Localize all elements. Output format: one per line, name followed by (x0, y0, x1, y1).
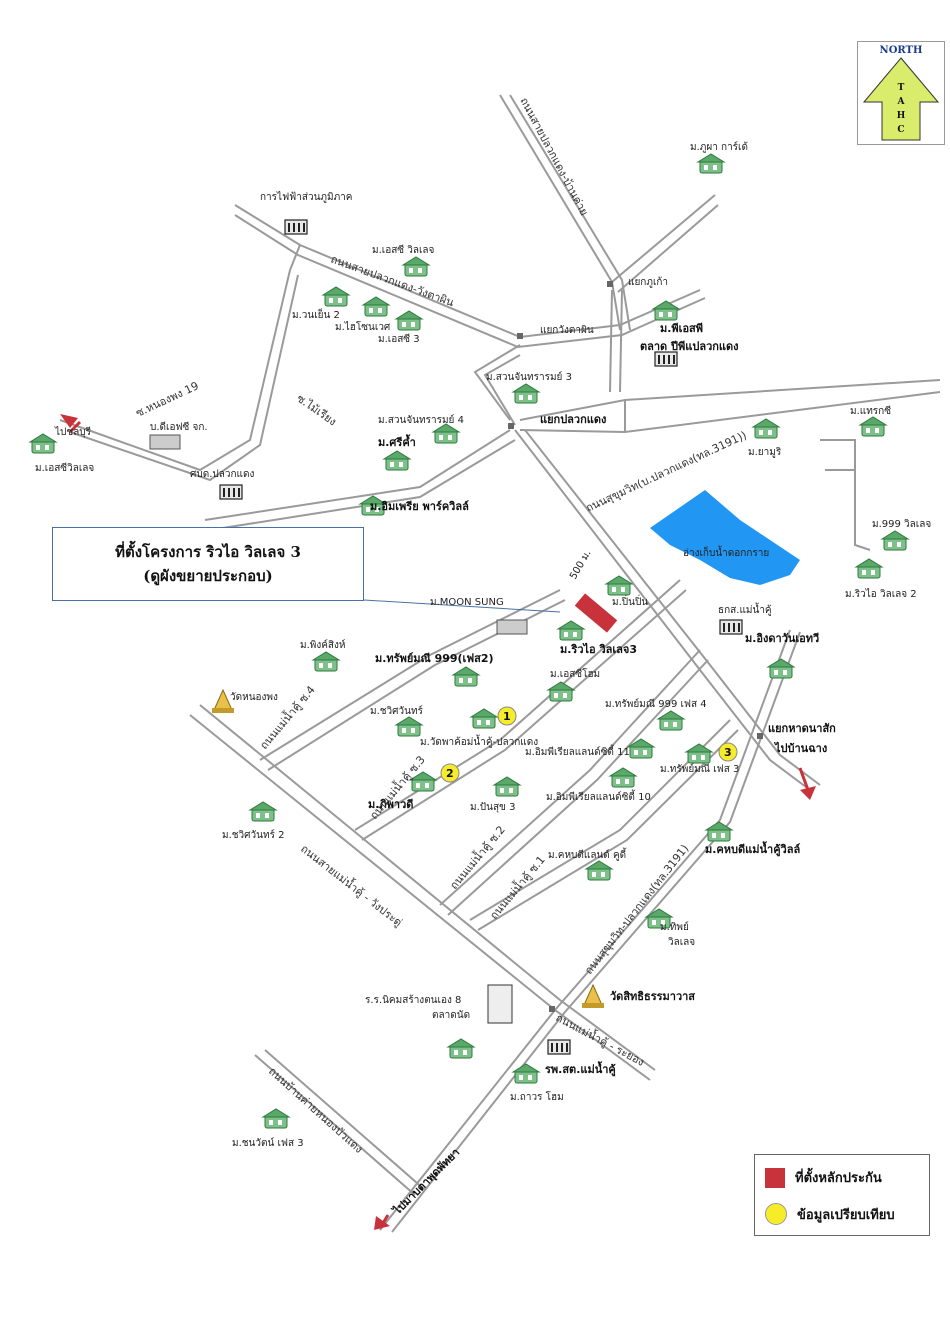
label-psp: ม.พีเอสพี (660, 322, 703, 335)
label-school: ร.ร.นิคมสร้างตนเอง 8 (365, 994, 461, 1006)
road-network (59, 94, 941, 1233)
road-mae2-label: ถนนแม่น้ำคู้ ซ.2 (446, 822, 508, 892)
soi-ban-label: ซ.ไม้เรียง (294, 392, 339, 429)
road-wangboon-label: ถนนสายแม่น้ำคู้ - วังประดู่ (298, 841, 406, 930)
label-yamuri: ม.ยามูริ (748, 447, 782, 458)
label-wanyen: ม.วนเย็น 2 (292, 307, 340, 321)
label-thawon: ม.ถาวร โฮม (510, 1090, 564, 1103)
label-thip: ม.ทิพย์ (660, 921, 689, 933)
legend-collateral: ที่ตั้งหลักประกัน (765, 1167, 882, 1188)
comparable-markers: 1 2 3 (440, 706, 738, 783)
label-moonsung: ม.MOON SUNG (430, 597, 504, 608)
label-chonwat3: ม.ชนวัตน์ เฟส 3 (232, 1137, 304, 1149)
label-ryuai3: ม.ริวไอ วิลเลจ3 (560, 642, 637, 656)
label-baac: ธกส.แม่น้ำคู้ (718, 602, 772, 616)
pointer-line (363, 599, 561, 613)
legend-comparison-label: ข้อมูลเปรียบเทียบ (797, 1207, 895, 1223)
legend-collateral-swatch (765, 1167, 785, 1188)
label-pea: การไฟฟ้าส่วนภูมิภาค (260, 191, 352, 203)
reservoir-shape (650, 490, 800, 585)
project-location-box: ที่ตั้งโครงการ ริวไอ วิลเลจ 3 (ดูผังขยาย… (52, 527, 364, 601)
project-box-line2: (ดูผังขยายประกอบ) (143, 567, 273, 585)
label-hison: ม.ไฮโซนเวศ (335, 320, 391, 333)
building-icons (149, 219, 743, 1055)
label-sc3: ม.เอสซี 3 (378, 333, 420, 345)
label-sapmani3: ม.ทรัพย์มณี เฟส 3 (660, 763, 739, 775)
label-market: ตลาด ปีพีแปลวกแดง (640, 340, 739, 353)
label-sc-west: ม.เอสซีวิลเลจ (35, 462, 94, 474)
label-wat-nongphong: วัดหนองพง (230, 692, 278, 703)
north-letter-c: C (897, 125, 904, 135)
label-police: ศบด.ปลวกแดง (190, 469, 254, 480)
comparable-3: 3 (724, 746, 732, 759)
collateral-marker (574, 593, 618, 633)
label-village: วิลเลจ (668, 937, 696, 948)
soi-19-label: ซ.หนองพง 19 (134, 379, 201, 419)
label-suanchan3: ม.สวนจันทรารมย์ 3 (486, 371, 572, 383)
label-khobodi-kudi: ม.คหบดีแลนด์ คูดี้ (548, 847, 627, 861)
label-sapmani4: ม.ทรัพย์มณี 999 เฟส 4 (605, 698, 707, 710)
label-pansuk3: ม.ปันสุข 3 (470, 802, 515, 813)
label-pinksingh: ม.พิงค์สิงห์ (300, 639, 346, 651)
label-999: ม.999 วิลเลจ (872, 519, 931, 530)
label-phukao: แยกภูเก้า (628, 276, 668, 288)
label-khobodi-ville: ม.คหบดีแม่น้ำคู้วิลล์ (705, 841, 800, 857)
distance-label: 500 ม. (568, 548, 594, 581)
direction-arrows (60, 414, 816, 1230)
north-title: NORTH (880, 45, 923, 56)
label-ryuai2: ม.ริวไอ วิลเลจ 2 (845, 588, 917, 600)
reservoir-label: อ่างเก็บน้ำดอกกราย (683, 545, 769, 559)
label-dfc: บ.ดีเอฟซี จก. (150, 421, 208, 433)
label-chawiswan: ม.ชวิศวันทร์ (370, 705, 424, 717)
legend-collateral-label: ที่ตั้งหลักประกัน (795, 1171, 882, 1186)
project-box-line1: ที่ตั้งโครงการ ริวไอ วิลเลจ 3 (115, 543, 301, 561)
comparable-1: 1 (503, 710, 511, 723)
label-watpakho: ม.วัดพาค้อม่น้ำคู้-ปลวกแดง (420, 734, 538, 748)
label-chawiswan2: ม.ชวิศวันทร์ 2 (222, 829, 284, 841)
road-sukhumvit-label: ถนนสุขุมวิท(บ.ปลวกแดง(ทล.3191)) (584, 429, 749, 515)
north-arrow: NORTH T A H C (857, 41, 945, 145)
intersections (508, 281, 763, 1012)
label-pinpin: ม.ปิ่นปิ่น (612, 594, 648, 608)
label-imperial11: ม.อิมพีเรียลแลนด์ซิตี้ 11 (525, 744, 630, 758)
label-tracy: ม.แทรกซี (850, 405, 891, 417)
label-wat-sitthi: วัดสิทธิธรรมาวาส (610, 990, 695, 1003)
label-imperia: ม.อิมเพรีย พาร์ควิลล์ (370, 500, 469, 513)
label-phupha: ม.ภูผา การ์เด้ (690, 141, 748, 153)
label-flea-market: ตลาดนัด (432, 1010, 470, 1021)
label-wangtaphin: แยกวังตาผิน (540, 325, 594, 336)
label-srikham: ม.ศรีค้ำ (378, 434, 416, 449)
north-letter-a: A (897, 97, 906, 107)
north-letter-h: H (897, 111, 906, 121)
road-rayong-label: ถนนแม่น้ำคู้ - ระยอง (554, 1009, 648, 1068)
label-imperial10: ม.อิมพีเรียลแลนด์ซิตี้ 10 (546, 789, 651, 803)
label-hatnasak: แยกหาดนาสัก (768, 722, 836, 735)
legend-comparison: ข้อมูลเปรียบเทียบ (765, 1203, 895, 1225)
label-sapmani2: ม.ทรัพย์มณี 999(เฟส2) (375, 652, 494, 665)
label-to-chonburi: ไปชลบุรี (54, 426, 92, 438)
road-mae1-label: ถนนแม่น้ำคู้ ซ.1 (486, 852, 548, 922)
map-legend: ที่ตั้งหลักประกัน ข้อมูลเปรียบเทียบ (754, 1154, 930, 1236)
label-suanchan4: ม.สวนจันทรารมย์ 4 (378, 414, 464, 426)
road-lamlukka-label: ถนนสายปลวกแดง-วังตาผิน (329, 253, 456, 310)
label-to-banchang: ไปบ้านฉาง (773, 741, 827, 755)
label-ingdawan: ม.อิงดาวันเอทวี (745, 632, 819, 645)
label-pluakdaeng-jn: แยกปลวกแดง (540, 413, 606, 426)
label-hospital: รพ.สต.แม่น้ำคู้ (545, 1061, 616, 1077)
road-north-label: ถนนสายปลวกแดง-บ้านค่าย (517, 95, 590, 218)
label-sc-home: ม.เอสซีโฮม (550, 667, 600, 680)
comparable-2: 2 (446, 767, 454, 780)
north-letter-t: T (898, 83, 905, 93)
north-arrow-graphic: NORTH T A H C (862, 45, 940, 141)
label-thiphawadi: ม.ภิพาวดี (368, 798, 413, 811)
legend-comparison-swatch (765, 1203, 787, 1225)
label-sc-village: ม.เอสซี วิลเลจ (372, 244, 435, 256)
place-labels: การไฟฟ้าส่วนภูมิภาค ม.เอสซี วิลเลจ ม.วนเ… (35, 141, 931, 1149)
